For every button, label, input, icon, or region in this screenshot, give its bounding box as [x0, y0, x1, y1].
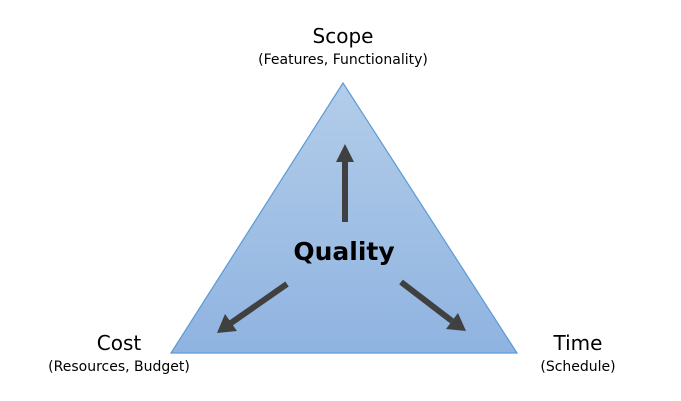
arrow-down-left-icon	[217, 281, 289, 333]
cost-title: Cost	[96, 331, 142, 355]
time-title: Time	[553, 331, 603, 355]
time-label-group: Time (Schedule)	[530, 331, 626, 376]
arrow-up-icon	[336, 144, 354, 222]
cost-label-group: Cost (Resources, Budget)	[36, 331, 202, 376]
cost-subtitle: (Resources, Budget)	[48, 359, 190, 375]
scope-label-group: Scope (Features, Functionality)	[241, 24, 445, 69]
time-subtitle: (Schedule)	[540, 359, 616, 375]
scope-title: Scope	[312, 24, 374, 48]
quality-label: Quality	[293, 237, 395, 266]
scope-subtitle: (Features, Functionality)	[258, 52, 428, 68]
arrow-down-right-icon	[399, 279, 466, 331]
